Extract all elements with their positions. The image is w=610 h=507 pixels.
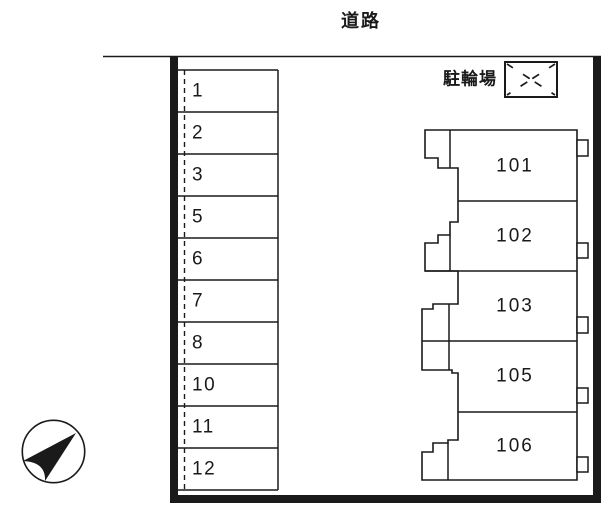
unit-number-105: 105: [496, 366, 534, 387]
north-arrow-icon: [23, 433, 76, 481]
building: 101 102 103 105 106: [421, 129, 589, 481]
meter-box: [576, 387, 589, 404]
parking-grid-lines: [178, 69, 279, 491]
parking-space-number: 8: [192, 333, 204, 354]
parking-space-number: 2: [192, 123, 204, 144]
unit-number-103: 103: [496, 296, 534, 317]
parking-area: 1 2 3 5 6 7 8 10 11 12: [178, 69, 279, 491]
compass-icon: [21, 419, 86, 484]
property-border-left: [170, 56, 178, 503]
parking-space-number: 12: [192, 459, 216, 480]
compass-circle: [21, 419, 86, 484]
entrance-porch-separator-lines: [447, 130, 451, 480]
bicycle-parking-area: [504, 61, 558, 98]
parking-space-number: 1: [192, 81, 204, 102]
parking-space-number: 7: [192, 291, 204, 312]
unit-number-101: 101: [496, 156, 534, 177]
parking-space-number: 11: [192, 417, 215, 438]
unit-boundary-lines: [422, 200, 577, 413]
property-border-bottom: [170, 495, 601, 503]
meter-box: [576, 139, 589, 157]
parking-space-number: 10: [192, 375, 216, 396]
meter-boxes: [576, 139, 589, 473]
unit-number-106: 106: [496, 436, 534, 457]
bicycle-parking-box: [504, 61, 558, 98]
bicycle-parking-label: 駐輪場: [443, 69, 497, 89]
meter-box: [576, 456, 589, 473]
building-outline: [421, 129, 578, 481]
property-border-right: [593, 56, 601, 503]
parking-space-number: 5: [192, 207, 204, 228]
meter-box: [576, 242, 589, 259]
parking-space-number: 6: [192, 249, 204, 270]
parking-space-number: 3: [192, 165, 204, 186]
unit-number-102: 102: [496, 226, 534, 247]
meter-box: [576, 316, 589, 334]
road-label: 道路: [341, 10, 381, 31]
